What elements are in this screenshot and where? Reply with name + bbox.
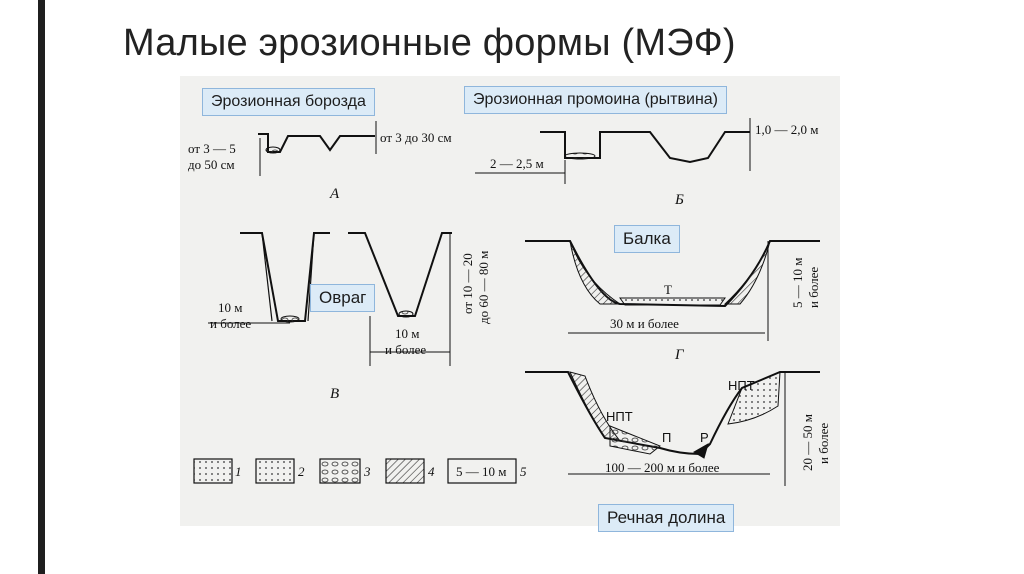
panel-g-depth-line2: и более — [806, 267, 821, 308]
legend-swatch-2 — [255, 458, 295, 484]
panel-d-river: Р — [700, 430, 709, 445]
panel-v-depth-line1: от 10 — 20 — [460, 253, 475, 314]
panel-d-valley-profile — [525, 371, 820, 456]
panel-b-depth: 1,0 — 2,0 м — [755, 122, 818, 137]
panel-a-width-line2: до 50 см — [188, 157, 235, 172]
panel-v-width-right-line2: и более — [385, 342, 426, 357]
legend-num-1: 1 — [235, 464, 242, 479]
panel-a-depth: от 3 до 30 см — [380, 130, 452, 145]
panel-v-width-left-line1: 10 м — [218, 300, 242, 315]
left-accent-bar — [38, 0, 45, 574]
panel-a-letter: А — [329, 186, 340, 202]
panel-v-depth-line2: до 60 — 80 м — [476, 251, 491, 324]
erosion-forms-figure: от 3 — 5 до 50 см от 3 до 30 см А 2 — 2,… — [180, 76, 840, 526]
legend-text-5: 5 — 10 м — [456, 464, 506, 479]
callout-erosion-gully: Эрозионная промоина (рытвина) — [464, 86, 727, 114]
legend-num-2: 2 — [298, 464, 305, 479]
legend-num-5: 5 — [520, 464, 527, 479]
callout-erosion-furrow: Эрозионная борозда — [202, 88, 375, 116]
slide-title: Малые эрозионные формы (МЭФ) — [123, 22, 736, 64]
legend-swatch-4 — [385, 458, 425, 484]
panel-b-width: 2 — 2,5 м — [490, 156, 544, 171]
panel-a-width-line1: от 3 — 5 — [188, 141, 236, 156]
panel-d-npt-left: НПТ — [606, 409, 633, 424]
panel-v-width-left-line2: и более — [210, 316, 251, 331]
panel-v-letter: В — [330, 386, 339, 402]
panel-a-profile — [258, 133, 375, 153]
panel-g-width: 30 м и более — [610, 316, 679, 331]
panel-d-npt-right: НПТ — [728, 378, 755, 393]
panel-d-floodplain: П — [662, 430, 671, 445]
panel-v-width-right-line1: 10 м — [395, 326, 419, 341]
panel-g-letter: Г — [674, 347, 685, 363]
panel-b-letter: Б — [674, 192, 684, 208]
callout-ravine: Овраг — [310, 284, 376, 312]
panel-g-terrace: Т — [664, 282, 672, 297]
panel-d-width: 100 — 200 м и более — [605, 460, 720, 475]
callout-river-valley: Речная долина — [598, 504, 735, 532]
panel-g-depth-line1: 5 — 10 м — [790, 258, 805, 308]
panel-b-profile — [540, 131, 750, 164]
legend-swatch-3 — [319, 458, 361, 484]
legend-swatch-1 — [193, 458, 233, 484]
legend-swatch-5 — [447, 458, 517, 484]
legend-num-3: 3 — [363, 464, 371, 479]
panel-d-depth-line1: 20 — 50 м — [800, 414, 815, 471]
panel-d-depth-line2: и более — [816, 423, 831, 464]
callout-balka: Балка — [614, 225, 680, 253]
figure-drawing: от 3 — 5 до 50 см от 3 до 30 см А 2 — 2,… — [188, 118, 831, 486]
panel-a-deposit — [265, 146, 281, 154]
legend-num-4: 4 — [428, 464, 435, 479]
